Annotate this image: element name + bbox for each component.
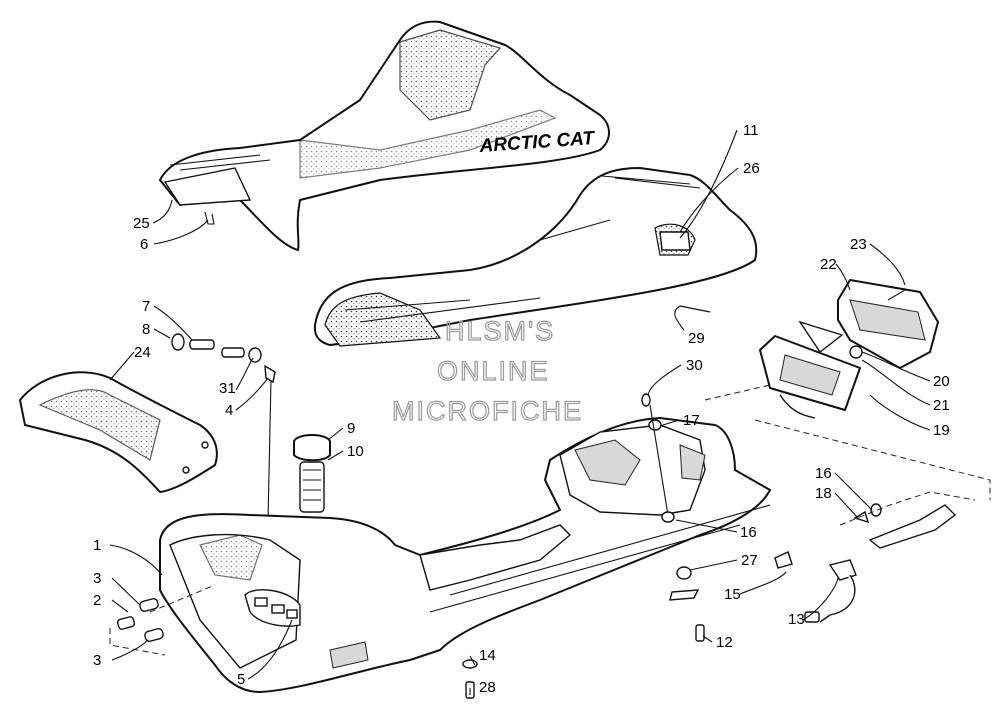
pin-29	[679, 305, 711, 313]
callout-11: 11	[743, 122, 759, 139]
callout-28: 28	[479, 679, 496, 696]
right-hardware	[462, 393, 976, 699]
callout-3b: 3	[93, 652, 101, 669]
fastener-group-left	[171, 333, 276, 521]
hardware-2-3	[109, 584, 216, 656]
leader-lines	[109, 129, 931, 695]
callout-7: 7	[142, 298, 150, 315]
callout-17: 17	[683, 412, 700, 429]
callout-3a: 3	[93, 570, 101, 587]
callout-16b: 16	[740, 524, 757, 541]
callout-27: 27	[741, 552, 758, 569]
watermark-line-1: HLSM'S	[445, 316, 555, 346]
callout-5: 5	[237, 671, 245, 688]
callout-1: 1	[93, 537, 101, 554]
callout-20: 20	[933, 373, 950, 390]
callout-23: 23	[850, 236, 867, 253]
callout-29: 29	[688, 330, 705, 347]
callout-labels: 1 2 3 3 4 5 6 7 8 9 10 11 12 13 14 15 16…	[93, 122, 950, 696]
callout-16a: 16	[815, 465, 832, 482]
callout-15: 15	[724, 586, 741, 603]
callout-2: 2	[93, 592, 101, 609]
seat-base	[313, 167, 758, 347]
watermark-line-3: MICROFICHE	[392, 396, 583, 426]
callout-31: 31	[219, 380, 236, 397]
watermark-line-2: ONLINE	[437, 356, 550, 386]
callout-26: 26	[743, 160, 760, 177]
callout-18: 18	[815, 485, 832, 502]
callout-10: 10	[347, 443, 364, 460]
fuel-tank-frame	[159, 417, 771, 693]
callout-6: 6	[140, 236, 148, 253]
taillight-assembly	[704, 279, 991, 500]
seat-cover: ARCTIC CAT	[159, 20, 610, 251]
callout-12: 12	[716, 634, 733, 651]
fuel-cap	[293, 434, 331, 513]
callout-25: 25	[133, 215, 150, 232]
callout-30: 30	[686, 357, 703, 374]
callout-19: 19	[933, 422, 950, 439]
callout-24: 24	[134, 344, 151, 361]
callout-9: 9	[347, 420, 355, 437]
seat-hook-6	[204, 211, 215, 225]
callout-14: 14	[479, 647, 496, 664]
callout-4: 4	[225, 402, 233, 419]
watermark: HLSM'S ONLINE MICROFICHE	[391, 315, 583, 426]
callout-22: 22	[820, 256, 837, 273]
callout-21: 21	[933, 397, 950, 414]
callout-13: 13	[788, 611, 805, 628]
callout-8: 8	[142, 321, 150, 338]
side-panel	[19, 371, 218, 493]
